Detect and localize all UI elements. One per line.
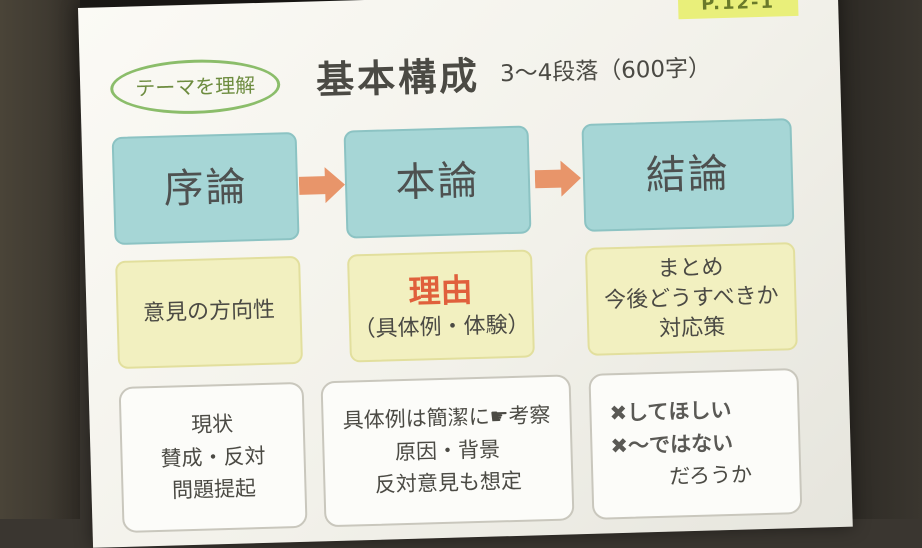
middle-text: まとめ	[657, 255, 724, 283]
middle-box-introduction: 意見の方向性	[115, 255, 304, 370]
bottom-text: ✖～ではない	[610, 430, 734, 459]
bottom-box-introduction: 現状 賛成・反対 問題提起	[118, 381, 308, 533]
middle-text: 意見の方向性	[142, 297, 276, 327]
heading-box-conclusion: 結論	[581, 118, 795, 232]
bottom-text: ✖してほしい	[609, 398, 732, 426]
heading-body: 本論	[394, 157, 481, 207]
bottom-text: 反対意見も想定	[374, 469, 523, 498]
room-left-wall	[0, 0, 80, 519]
bottom-box-conclusion: ✖してほしい ✖～ではない だろうか	[588, 368, 803, 520]
heading-box-introduction: 序論	[111, 131, 300, 246]
slide-title: 基本構成	[315, 53, 481, 103]
bottom-text: 問題提起	[171, 476, 257, 503]
middle-text: 今後どうすべきか	[603, 283, 779, 314]
projected-slide: P.12-1 テーマを理解 基本構成 3～4段落（600字） 序論 本論 結論 …	[78, 0, 853, 548]
theme-label: テーマを理解	[134, 73, 256, 101]
bottom-text: 賛成・反対	[160, 443, 266, 471]
middle-accent-reason: 理由	[407, 270, 474, 311]
heading-introduction: 序論	[162, 164, 249, 213]
bottom-text: だろうか	[668, 462, 753, 489]
bottom-text: 具体例は簡潔に☛考察	[342, 403, 551, 433]
arrow-right-icon	[298, 167, 346, 204]
page-tag: P.12-1	[677, 0, 799, 20]
arrow-right-icon	[534, 160, 581, 197]
middle-text: （具体例・体験）	[353, 312, 530, 343]
theme-oval: テーマを理解	[109, 57, 281, 117]
bottom-box-body: 具体例は簡潔に☛考察 原因・背景 反対意見も想定	[320, 374, 575, 528]
bottom-text: 現状	[190, 412, 234, 438]
bottom-text: 原因・背景	[394, 437, 501, 465]
heading-box-body: 本論	[343, 125, 532, 239]
heading-conclusion: 結論	[645, 150, 731, 200]
middle-box-conclusion: まとめ 今後どうすべきか 対応策	[584, 242, 798, 356]
middle-text: 対応策	[658, 314, 726, 342]
slide-subtitle: 3～4段落（600字）	[499, 55, 712, 88]
middle-box-body: 理由 （具体例・体験）	[346, 249, 535, 363]
